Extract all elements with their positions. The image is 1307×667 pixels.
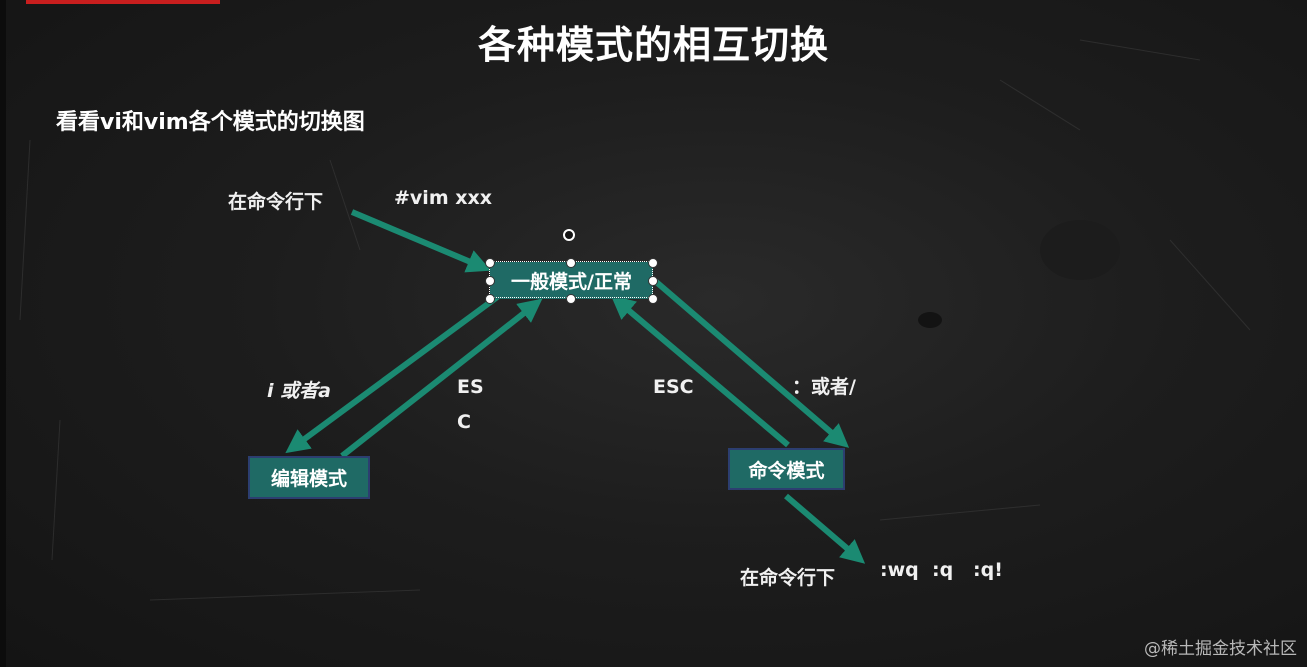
exit-commands: :wq :q :q! <box>880 559 1003 581</box>
normal-mode-box[interactable]: 一般模式/正常 <box>490 262 653 299</box>
normal-mode-label: 一般模式/正常 <box>511 271 632 293</box>
exit-label: 在命令行下 <box>740 567 836 589</box>
slide-subtitle: 看看vi和vim各个模式的切换图 <box>56 110 365 135</box>
resize-handle-icon[interactable] <box>485 294 495 304</box>
to-edit-label: i 或者a <box>267 380 331 402</box>
command-mode-box[interactable]: 命令模式 <box>728 448 845 490</box>
start-label: 在命令行下 <box>228 191 324 213</box>
resize-handle-icon[interactable] <box>566 258 576 268</box>
left-edge <box>0 0 6 667</box>
rotate-handle-icon[interactable] <box>563 229 575 241</box>
edit-to-normal-label-line2: C <box>457 411 471 433</box>
slide-title: 各种模式的相互切换 <box>477 23 829 67</box>
edit-to-normal-arrow <box>340 298 543 459</box>
edit-to-normal-label-line1: ES <box>457 376 484 398</box>
normal-to-command-arrow <box>652 277 850 448</box>
command-mode-label: 命令模式 <box>748 459 825 482</box>
resize-handle-icon[interactable] <box>485 276 495 286</box>
normal-to-cmd-label: ：或者/ <box>792 376 856 398</box>
edit-mode-box[interactable]: 编辑模式 <box>248 456 370 499</box>
start-command: #vim xxx <box>394 187 492 209</box>
edit-mode-label: 编辑模式 <box>270 468 347 490</box>
resize-handle-icon[interactable] <box>648 294 658 304</box>
resize-handle-icon[interactable] <box>648 276 658 286</box>
top-accent-bar <box>26 0 220 4</box>
resize-handle-icon[interactable] <box>566 294 576 304</box>
start-to-normal-arrow <box>350 209 492 273</box>
normal-to-edit-arrow <box>285 292 502 454</box>
resize-handle-icon[interactable] <box>485 258 495 268</box>
watermark: @稀土掘金技术社区 <box>1144 639 1297 659</box>
command-to-normal-arrow <box>610 295 790 448</box>
command-to-exit-arrow <box>784 493 866 564</box>
resize-handle-icon[interactable] <box>648 258 658 268</box>
cmd-to-normal-label: ESC <box>653 376 694 398</box>
